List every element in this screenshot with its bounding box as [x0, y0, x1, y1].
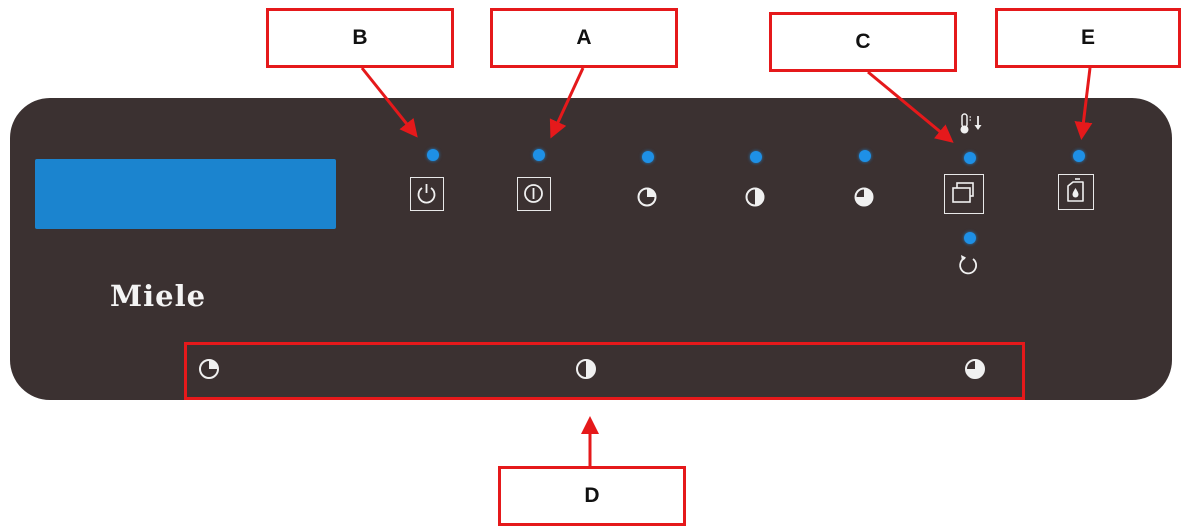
- arrow-c: [867, 70, 954, 143]
- canister-icon: [1059, 175, 1093, 208]
- callout-c: C: [769, 12, 957, 72]
- short-program-button[interactable]: [636, 186, 658, 208]
- power-button[interactable]: [410, 177, 444, 211]
- medium-program-button[interactable]: [744, 186, 766, 208]
- program-indicator-zone: [184, 342, 1025, 400]
- medium-program-indicator: [574, 357, 598, 381]
- pie-half-icon: [574, 357, 598, 381]
- dry-function-button[interactable]: [944, 174, 984, 214]
- pie-quarter-icon: [197, 357, 221, 381]
- medium-program-led: [750, 151, 762, 163]
- start-stop-button[interactable]: [517, 177, 551, 211]
- brand-logo: Miele: [110, 279, 207, 313]
- arrow-b: [360, 67, 418, 138]
- cycle-led: [964, 232, 976, 244]
- start-led: [533, 149, 545, 161]
- pie-three-quarter-icon: [853, 186, 875, 208]
- long-program-led: [859, 150, 871, 162]
- start-stop-icon: [518, 178, 550, 209]
- callout-d: D: [498, 466, 686, 526]
- callout-a: A: [490, 8, 678, 68]
- control-panel: [10, 98, 1172, 400]
- refresh-icon: [957, 253, 981, 277]
- pie-three-quarter-icon: [963, 357, 987, 381]
- pie-half-icon: [744, 186, 766, 208]
- arrow-a: [549, 67, 585, 139]
- power-icon: [411, 178, 443, 209]
- arrow-e: [1074, 67, 1093, 140]
- dry-function-led: [964, 152, 976, 164]
- power-led: [427, 149, 439, 161]
- long-program-indicator: [963, 357, 987, 381]
- detergent-led: [1073, 150, 1085, 162]
- thermometer-down-icon: [956, 112, 986, 136]
- lcd-display: [35, 159, 336, 229]
- callout-e: E: [995, 8, 1181, 68]
- layers-icon: [945, 175, 983, 212]
- detergent-button[interactable]: [1058, 174, 1094, 210]
- long-program-button[interactable]: [853, 186, 875, 208]
- callout-b: B: [266, 8, 454, 68]
- pie-quarter-icon: [636, 186, 658, 208]
- short-program-led: [642, 151, 654, 163]
- short-program-indicator: [197, 357, 221, 381]
